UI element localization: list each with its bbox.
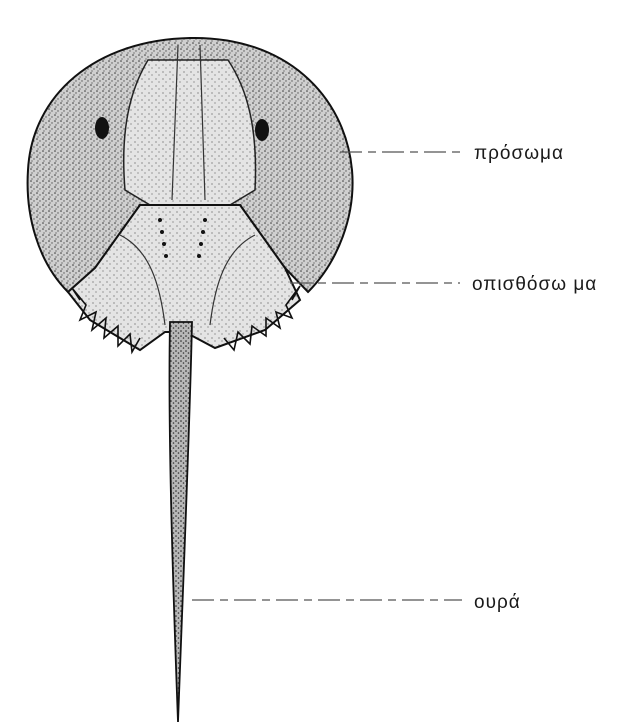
prosoma-label: πρόσωμα [474, 143, 564, 164]
opisthosoma-label: οπισθόσω μα [472, 274, 597, 295]
tail-label: ουρά [474, 592, 521, 613]
tail-shape [169, 322, 192, 722]
